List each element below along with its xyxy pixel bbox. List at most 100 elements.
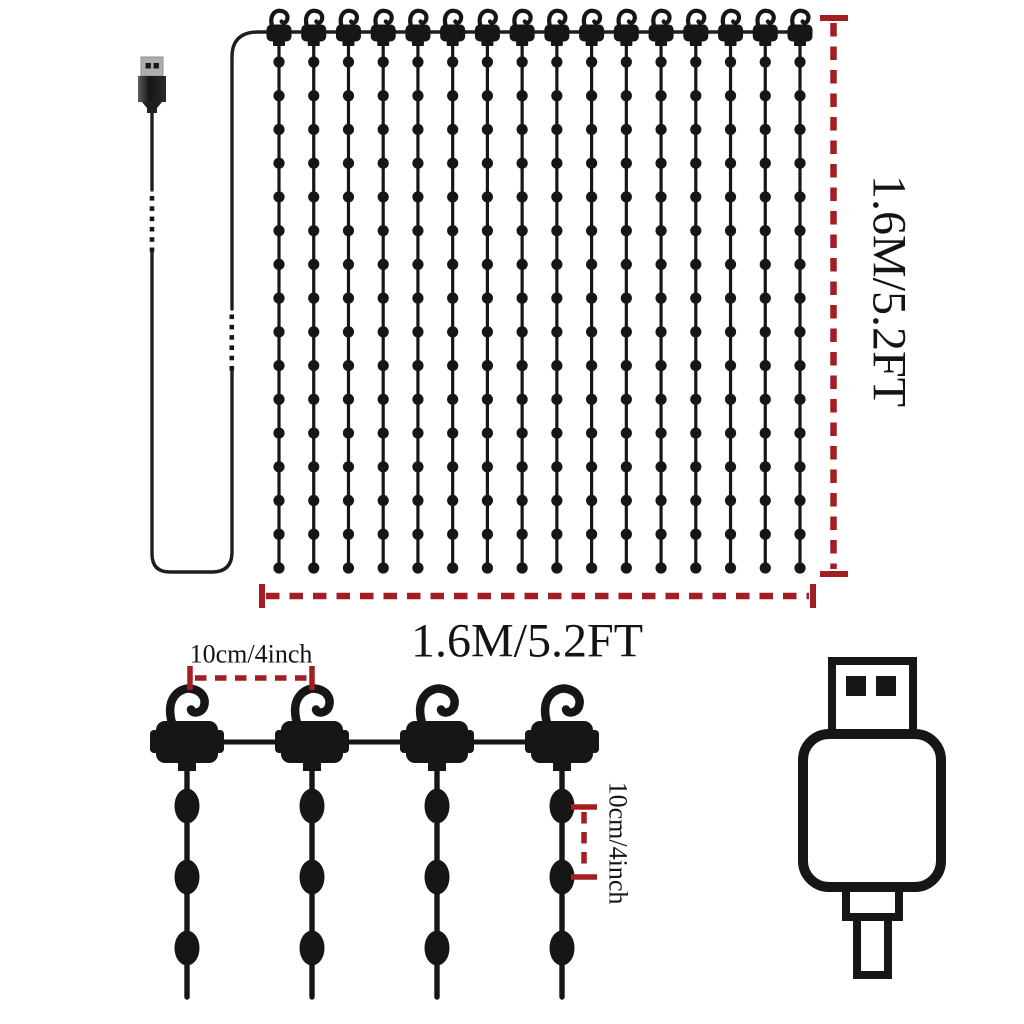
light-dot <box>759 56 771 68</box>
cable-dot <box>149 237 155 242</box>
light-dot <box>690 494 702 507</box>
curtain-strand <box>579 8 605 574</box>
light-dot <box>620 225 632 237</box>
light-dot <box>273 427 285 439</box>
curtain-strand <box>787 8 813 574</box>
cable-dot <box>229 324 235 330</box>
cable-break-dots <box>149 196 155 253</box>
light-dot <box>794 393 806 405</box>
light-dot <box>655 427 667 439</box>
light-dot <box>690 292 702 304</box>
cable-break-dots <box>229 314 235 371</box>
light-dot <box>342 56 355 68</box>
hook-clip-tab <box>516 41 529 46</box>
light-dot <box>342 393 355 405</box>
light-dot <box>377 56 389 68</box>
light-dot <box>586 427 598 439</box>
light-dot <box>586 123 598 136</box>
light-dot <box>551 292 563 304</box>
light-dot <box>516 360 528 372</box>
hook-clip <box>787 24 813 42</box>
light-dot <box>412 56 424 68</box>
light-dot <box>724 562 737 574</box>
hook-icon <box>686 8 707 29</box>
light-dot <box>342 360 355 372</box>
light-dot <box>586 326 598 338</box>
light-dot <box>481 292 493 304</box>
hook-clip-tab <box>303 762 321 771</box>
light-dot <box>586 225 598 237</box>
light-dot <box>620 461 632 473</box>
light-dot <box>447 562 459 574</box>
light-dot <box>759 562 771 574</box>
light-dot <box>724 225 737 237</box>
hook-icon <box>269 8 290 29</box>
light-dot <box>794 123 806 136</box>
light-dot <box>759 528 771 540</box>
curtain-strand <box>752 8 778 574</box>
detail-strand <box>150 684 224 1000</box>
hook-icon <box>616 8 637 29</box>
light-dot <box>551 393 563 405</box>
bulb-spacing-dimension: 10cm/4inch <box>571 782 633 904</box>
hook-icon <box>540 684 584 728</box>
light-dot <box>273 326 285 338</box>
light-dot <box>655 494 667 507</box>
light-dot <box>481 427 493 439</box>
light-dot <box>759 258 771 270</box>
light-dot <box>655 90 667 102</box>
hook-clip <box>544 24 570 42</box>
light-dot <box>273 292 285 304</box>
hook-clip-tab <box>481 41 494 46</box>
light-dot <box>447 56 459 68</box>
width-dimension: 1.6M/5.2FT <box>259 584 816 668</box>
light-dot <box>516 225 528 237</box>
hook-clip <box>405 24 431 42</box>
cable-dot <box>149 216 155 222</box>
light-dot <box>273 56 285 68</box>
light-dot <box>759 461 771 473</box>
light-dot <box>412 258 424 270</box>
light-dot <box>690 225 702 237</box>
light-dot <box>620 562 632 574</box>
light-dot <box>412 191 424 203</box>
hook-icon <box>165 684 209 728</box>
light-dot <box>620 157 632 169</box>
light-dot <box>724 90 737 102</box>
hook-clip <box>156 721 218 763</box>
light-dot <box>447 191 459 203</box>
curtain-strand <box>648 8 674 574</box>
light-dot <box>447 393 459 405</box>
light-dot <box>551 562 563 574</box>
light-dot <box>690 427 702 439</box>
light-dot <box>447 528 459 540</box>
light-dot <box>620 292 632 304</box>
hook-clip-tab <box>794 41 806 46</box>
light-dot <box>620 427 632 439</box>
light-dot <box>412 225 424 237</box>
light-dot <box>447 123 459 136</box>
cable-dot <box>229 335 235 340</box>
light-dot <box>690 157 702 169</box>
usb-body <box>138 76 166 102</box>
light-dot <box>794 360 806 372</box>
light-dot <box>586 56 598 68</box>
light-dot <box>481 123 493 136</box>
curtain-strand <box>613 8 639 574</box>
light-dot <box>342 258 355 270</box>
curtain-strand <box>266 8 292 574</box>
light-dot <box>759 494 771 507</box>
usb-plug-filled-icon <box>138 56 166 113</box>
usb-plug-outline-icon <box>798 657 946 979</box>
hook-clip <box>281 721 343 763</box>
light-dot <box>308 360 320 372</box>
curtain-strand <box>474 8 500 574</box>
light-dot <box>481 494 493 507</box>
light-dot <box>342 461 355 473</box>
hook-icon <box>338 8 360 29</box>
light-dot <box>724 56 737 68</box>
light-dot <box>551 191 563 203</box>
curtain-strand <box>335 8 361 574</box>
light-dot <box>273 258 285 270</box>
